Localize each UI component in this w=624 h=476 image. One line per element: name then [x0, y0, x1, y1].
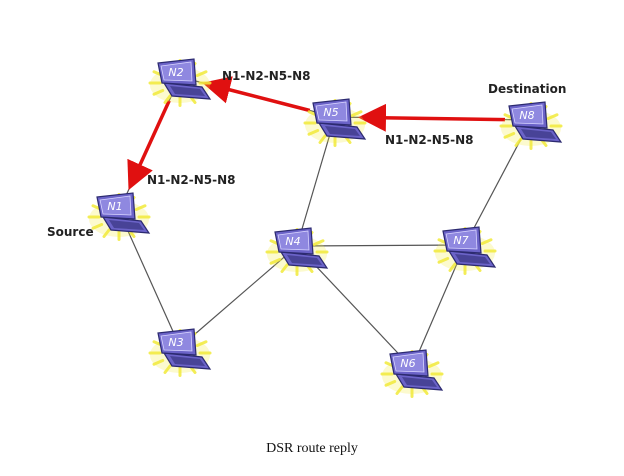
route-arrow-n5-n2: [202, 76, 311, 113]
link-n1-n3: [118, 210, 181, 348]
laptop-node-n8[interactable]: N8: [499, 101, 563, 150]
node-label: N7: [453, 234, 468, 247]
route-reply-layer: [127, 76, 506, 191]
destination-label: Destination: [488, 82, 566, 96]
route-arrow-n2-n1: [127, 99, 171, 191]
node-label: N8: [519, 109, 534, 122]
figure-caption: DSR route reply: [266, 441, 358, 456]
laptop-node-n1[interactable]: N1: [87, 192, 151, 241]
laptop-node-n5[interactable]: N5: [303, 98, 367, 147]
laptop-node-n7[interactable]: N7: [433, 226, 497, 275]
node-label: N4: [285, 235, 300, 248]
source-label: Source: [47, 225, 94, 239]
node-label: N3: [168, 336, 183, 349]
link-n4-n7: [296, 244, 466, 247]
node-label: N1: [107, 200, 122, 213]
node-label: N5: [323, 106, 338, 119]
link-n4-n5: [296, 116, 336, 247]
node-label: N2: [168, 66, 183, 79]
link-n3-n4: [179, 245, 298, 348]
node-label: N6: [400, 357, 415, 370]
route-label-n2-n1: N1-N2-N5-N8: [147, 173, 236, 187]
link-n6-n7: [411, 244, 466, 369]
route-arrow-n8-n5: [357, 103, 506, 132]
route-label-n8-n5: N1-N2-N5-N8: [385, 133, 474, 147]
laptop-node-n6[interactable]: N6: [380, 349, 444, 398]
laptop-node-n4[interactable]: N4: [265, 227, 329, 276]
route-label-n5-n2: N1-N2-N5-N8: [222, 69, 311, 83]
laptop-node-n3[interactable]: N3: [148, 328, 212, 377]
laptop-node-n2[interactable]: N2: [148, 58, 212, 107]
